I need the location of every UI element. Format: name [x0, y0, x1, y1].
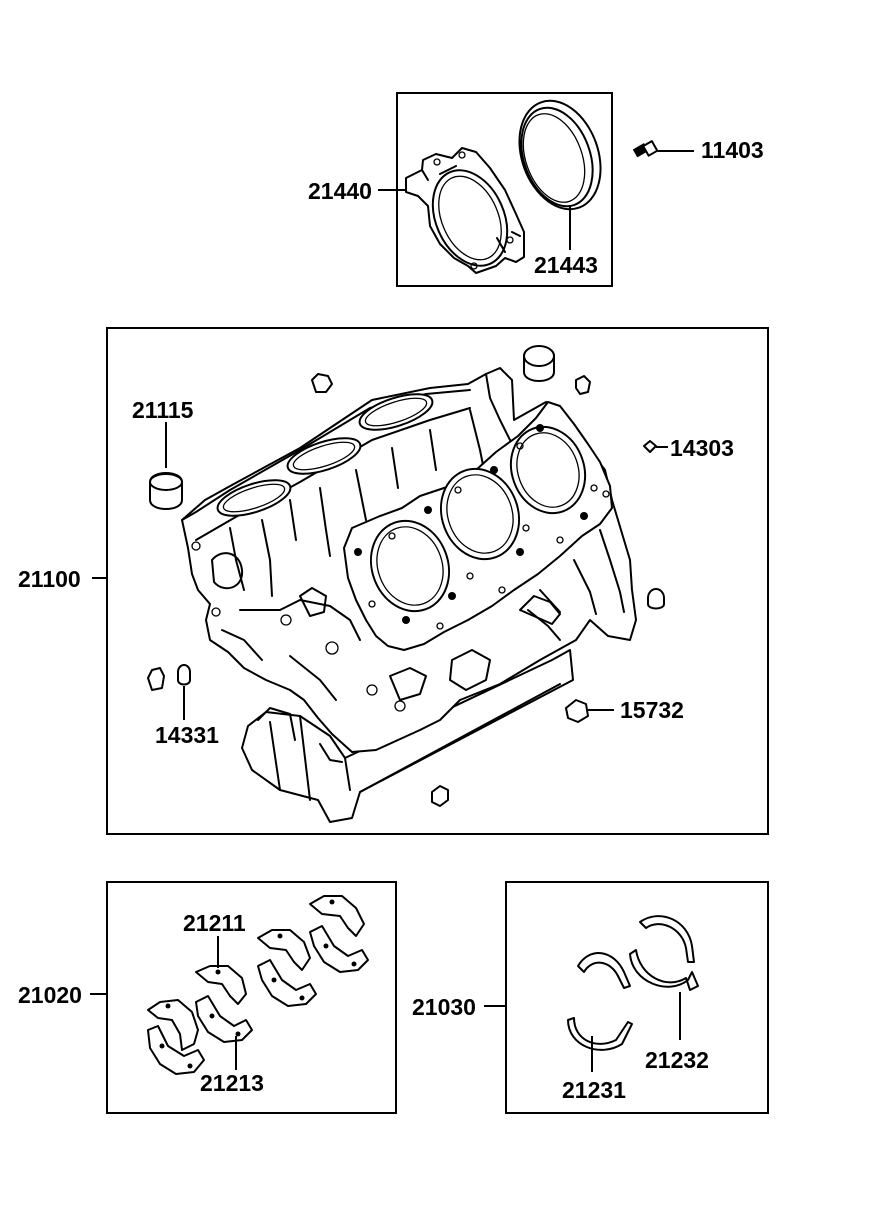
expansion-plug-top[interactable] — [523, 345, 555, 382]
bearing-shell-4[interactable] — [309, 895, 369, 973]
cylinder-block-part[interactable] — [181, 367, 637, 823]
label-21100[interactable]: 21100 — [18, 566, 81, 592]
label-21231[interactable]: 21231 — [562, 1077, 626, 1103]
oil-seal-retainer-part[interactable] — [405, 147, 525, 278]
bearing-shell-1[interactable] — [147, 999, 205, 1075]
ring-dowel-part[interactable] — [643, 440, 657, 453]
straight-pin-part[interactable] — [147, 664, 191, 691]
bottom-plug-part[interactable] — [431, 785, 449, 807]
cylinder-block-group: 21100 21115 14303 14331 15732 — [18, 327, 769, 835]
label-21030[interactable]: 21030 — [412, 994, 476, 1020]
label-15732[interactable]: 15732 — [620, 697, 684, 723]
oil-jet-part[interactable] — [565, 699, 589, 723]
label-21443[interactable]: 21443 — [534, 252, 598, 278]
thrust-washer-lower-part[interactable] — [629, 915, 699, 991]
crankshaft-bearing-group: 21020 21211 21213 — [18, 881, 397, 1114]
bearing-shell-2[interactable] — [195, 965, 253, 1043]
crankshaft-bearing-frame — [106, 881, 397, 1114]
block-plug-part[interactable] — [149, 472, 183, 510]
retainer-bolt-part[interactable] — [632, 140, 659, 158]
small-plug-nut-top[interactable] — [311, 373, 591, 395]
label-14331[interactable]: 14331 — [155, 722, 219, 748]
label-21211[interactable]: 21211 — [183, 910, 246, 936]
oil-seal-retainer-group: 21440 21443 11403 — [308, 89, 764, 287]
label-21440[interactable]: 21440 — [308, 178, 372, 204]
thrust-washer-upper-part[interactable] — [567, 952, 633, 1051]
rear-oil-seal-part[interactable] — [505, 89, 615, 220]
label-11403[interactable]: 11403 — [701, 137, 764, 163]
side-plug-right[interactable] — [647, 588, 665, 610]
thrust-washer-group: 21030 21231 21232 — [412, 881, 769, 1114]
cylinder-block-frame — [106, 327, 769, 835]
label-21232[interactable]: 21232 — [645, 1047, 709, 1073]
thrust-washer-frame — [505, 881, 769, 1114]
label-21115[interactable]: 21115 — [132, 397, 194, 423]
label-21213[interactable]: 21213 — [200, 1070, 264, 1096]
label-14303[interactable]: 14303 — [670, 435, 734, 461]
label-21020[interactable]: 21020 — [18, 982, 82, 1008]
bearing-shell-3[interactable] — [257, 929, 317, 1007]
